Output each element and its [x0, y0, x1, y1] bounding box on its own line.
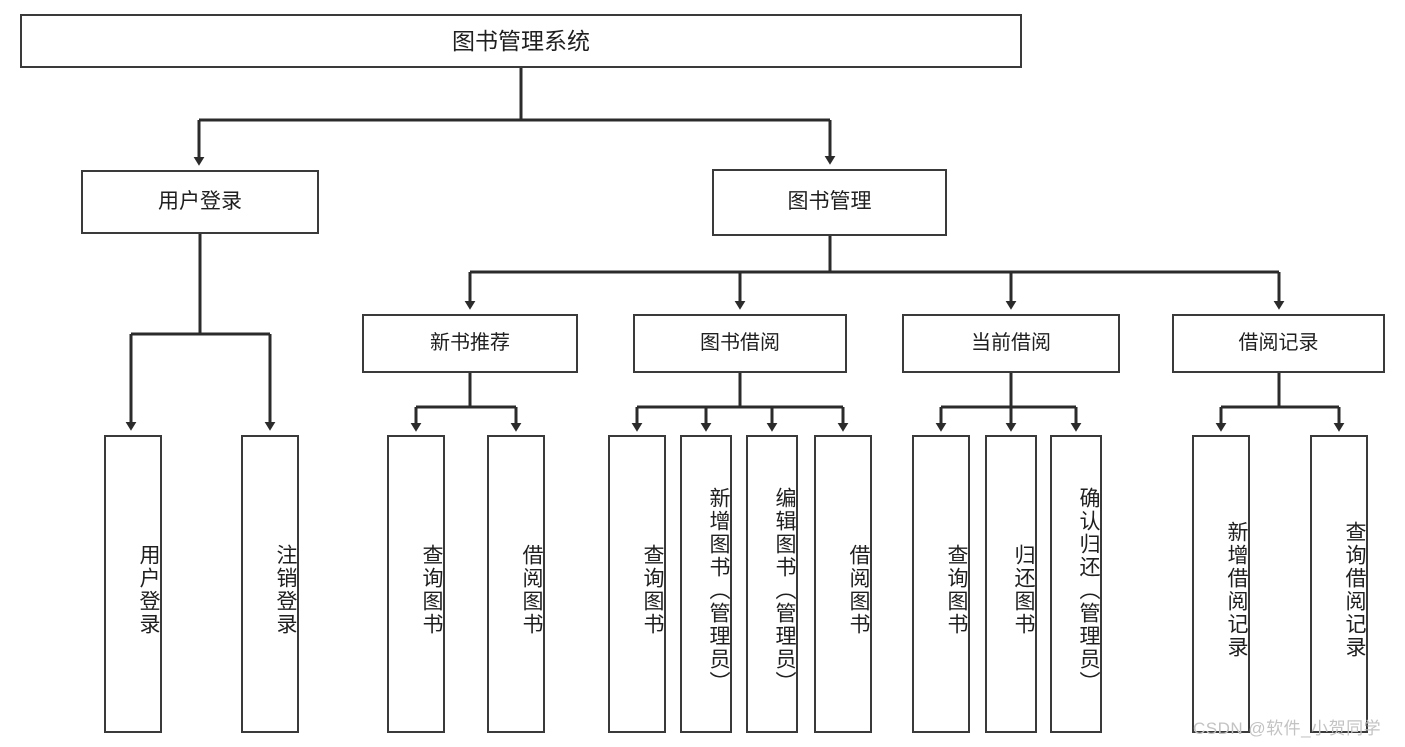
node-label: 新书推荐: [430, 332, 510, 354]
node-current-borrow[interactable]: 当前借阅: [902, 314, 1120, 373]
node-new-book-recommend[interactable]: 新书推荐: [362, 314, 578, 373]
node-label: 归还图书: [1012, 544, 1035, 636]
node-leaf-query-book-2[interactable]: 查询图书: [608, 435, 666, 733]
node-borrow-record[interactable]: 借阅记录: [1172, 314, 1385, 373]
node-label: 新增借阅记录: [1225, 521, 1248, 659]
node-label: 查询图书: [945, 544, 968, 636]
node-leaf-query-book-3[interactable]: 查询图书: [912, 435, 970, 733]
node-label: 图书管理: [787, 190, 872, 214]
node-leaf-add-record[interactable]: 新增借阅记录: [1192, 435, 1250, 733]
node-label: 查询图书: [641, 544, 664, 636]
node-book-borrow[interactable]: 图书借阅: [633, 314, 847, 373]
node-label: 借阅记录: [1238, 332, 1319, 354]
node-label: 查询图书: [420, 544, 443, 636]
node-leaf-user-login[interactable]: 用户登录: [104, 435, 162, 733]
node-user-login[interactable]: 用户登录: [81, 170, 319, 234]
node-leaf-query-book-1[interactable]: 查询图书: [387, 435, 445, 733]
node-root-system[interactable]: 图书管理系统: [20, 14, 1022, 68]
node-label: 查询借阅记录: [1343, 521, 1366, 659]
node-label: 新增图书（管理员）: [707, 486, 730, 694]
node-label: 编辑图书（管理员）: [773, 486, 796, 694]
node-label: 借阅图书: [847, 544, 870, 636]
node-book-manage[interactable]: 图书管理: [712, 169, 947, 236]
csdn-watermark: CSDN @软件_小贺同学: [1193, 719, 1382, 738]
node-leaf-logout-login[interactable]: 注销登录: [241, 435, 299, 733]
node-leaf-add-book[interactable]: 新增图书（管理员）: [680, 435, 732, 733]
node-leaf-borrow-book-2[interactable]: 借阅图书: [814, 435, 872, 733]
node-label: 当前借阅: [971, 332, 1051, 354]
node-leaf-borrow-book-1[interactable]: 借阅图书: [487, 435, 545, 733]
node-leaf-edit-book[interactable]: 编辑图书（管理员）: [746, 435, 798, 733]
node-label: 用户登录: [158, 189, 242, 213]
node-label: 确认归还（管理员）: [1077, 486, 1100, 694]
node-label: 注销登录: [274, 544, 297, 636]
node-root-label: 图书管理系统: [452, 27, 590, 54]
node-label: 借阅图书: [520, 544, 543, 636]
node-leaf-return-book[interactable]: 归还图书: [985, 435, 1037, 733]
node-leaf-confirm-return[interactable]: 确认归还（管理员）: [1050, 435, 1102, 733]
node-leaf-query-record[interactable]: 查询借阅记录: [1310, 435, 1368, 733]
node-label: 用户登录: [137, 544, 160, 636]
node-label: 图书借阅: [700, 332, 780, 354]
